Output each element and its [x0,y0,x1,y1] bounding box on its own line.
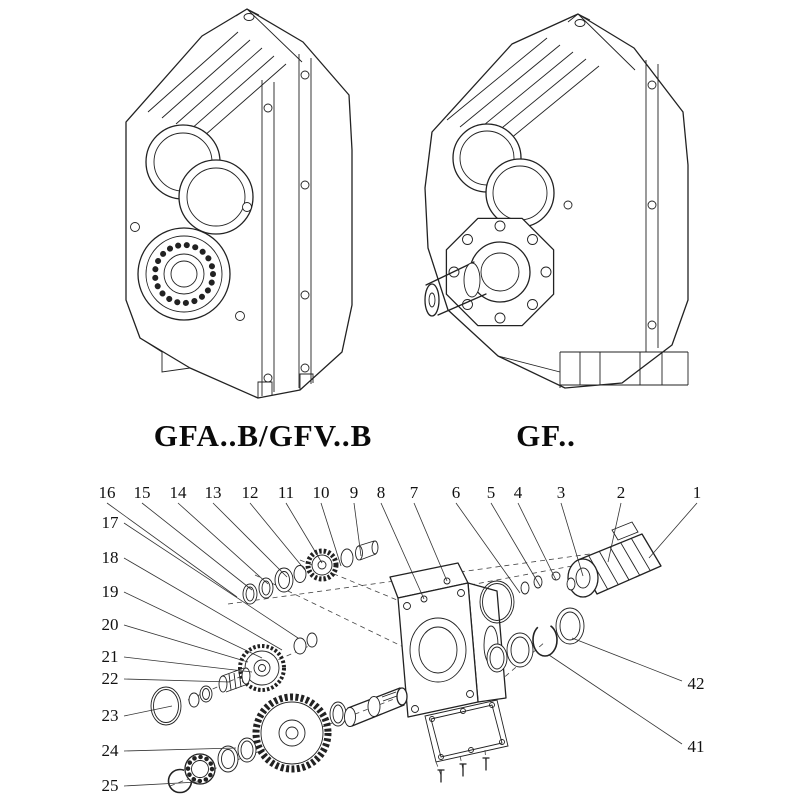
callout-18: 18 [101,548,119,567]
callout-21: 21 [101,647,119,666]
callout-41: 41 [687,737,705,756]
callout-7: 7 [409,483,419,502]
output-side-rings [486,607,585,673]
callout-20: 20 [101,615,119,634]
cover-gasket-and-bolts [424,699,509,783]
callout-leader-lines [106,502,698,787]
callout-23: 23 [101,706,119,725]
callout-3: 3 [556,483,566,502]
callout-14: 14 [169,483,187,502]
callout-10: 10 [312,483,330,502]
gearbox-left-drawing [125,8,353,399]
figure-right-caption: GF.. [516,418,576,453]
callout-11: 11 [277,483,295,502]
gear-housing [389,562,507,718]
figure-left-caption: GFA..B/GFV..B [153,418,373,453]
callout-25: 25 [101,776,119,795]
callout-22: 22 [101,669,119,688]
callout-1: 1 [692,483,702,502]
callout-42: 42 [687,674,705,693]
callout-12: 12 [241,483,259,502]
callout-24: 24 [101,741,119,760]
callout-9: 9 [349,483,359,502]
callout-2: 2 [616,483,626,502]
callout-19: 19 [101,582,119,601]
exploded-diagram [106,502,698,794]
input-motor-unit [566,521,662,598]
callout-5: 5 [486,483,496,502]
callout-15: 15 [133,483,151,502]
gearbox-right-drawing [424,13,689,389]
intermediate-gear-parts [150,632,318,726]
callout-16: 16 [98,483,116,502]
callout-13: 13 [204,483,222,502]
callout-8: 8 [376,483,386,502]
callout-6: 6 [451,483,461,502]
output-gear-shaft-parts [167,687,408,794]
callout-4: 4 [513,483,523,502]
callout-17: 17 [101,513,119,532]
